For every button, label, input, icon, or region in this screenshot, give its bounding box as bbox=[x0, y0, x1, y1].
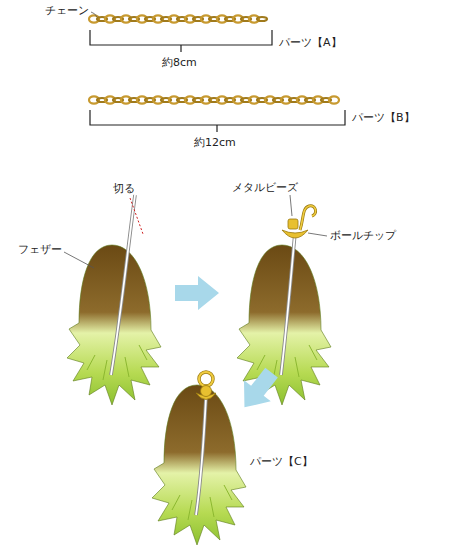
part-name: パーツ【C】 bbox=[250, 455, 313, 468]
leader-line bbox=[290, 195, 292, 216]
instruction-label: 切る bbox=[113, 182, 135, 195]
leader-line bbox=[308, 233, 327, 236]
part-name: パーツ【A】 bbox=[279, 36, 342, 49]
dimension-label: 約12cm bbox=[194, 136, 236, 149]
metal-bead bbox=[288, 219, 298, 229]
cut-line bbox=[130, 198, 143, 234]
part-name: パーツ【B】 bbox=[352, 111, 415, 124]
leader-line bbox=[64, 252, 94, 268]
step-arrow bbox=[231, 362, 285, 418]
leader-line bbox=[91, 12, 97, 17]
dimension-bracket bbox=[90, 110, 345, 132]
feather bbox=[67, 195, 161, 405]
feather bbox=[152, 385, 246, 545]
part-name: ボールチップ bbox=[330, 229, 396, 242]
ball-tip-ring bbox=[196, 372, 216, 400]
chain bbox=[89, 15, 339, 103]
chain-link bbox=[257, 17, 267, 21]
dimension-label: 約8cm bbox=[162, 56, 197, 69]
part-name: チェーン bbox=[45, 4, 89, 17]
part-name: フェザー bbox=[18, 243, 62, 256]
part-name: メタルビーズ bbox=[232, 181, 298, 194]
dimension-bracket bbox=[90, 30, 272, 52]
chain-link bbox=[329, 96, 339, 103]
feather bbox=[237, 233, 331, 405]
step-arrow bbox=[175, 276, 219, 310]
